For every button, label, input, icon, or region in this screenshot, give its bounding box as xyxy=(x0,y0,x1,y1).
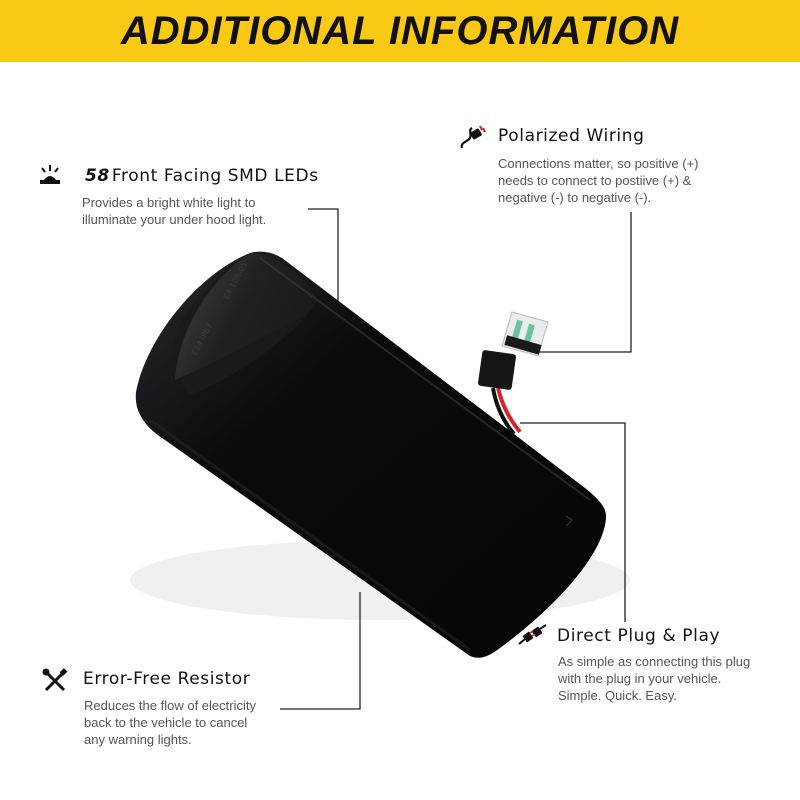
wire-plug-icon xyxy=(458,124,486,157)
plug-desc-line: with the plug in your vehicle. xyxy=(558,671,722,686)
wrench-screwdriver-icon xyxy=(42,668,68,699)
resistor-title: Error-Free Resistor xyxy=(83,669,251,689)
page-title: ADDITIONAL INFORMATION xyxy=(120,9,680,53)
plug-desc-line: As simple as connecting this plug xyxy=(558,654,751,669)
leds-title-text: Front Facing SMD LEDs xyxy=(111,166,319,186)
plug-connector-icon xyxy=(517,624,547,653)
wiring-callout-line xyxy=(538,212,632,353)
black-wire xyxy=(491,387,516,436)
wiring-desc-line: needs to connect to postiive (+) & xyxy=(498,173,692,188)
wiring-title: Polarized Wiring xyxy=(498,126,645,146)
leds-desc-line: illuminate your under hood light. xyxy=(82,212,267,227)
resistor-desc-line: any warning lights. xyxy=(84,732,192,747)
plug-title: Direct Plug & Play xyxy=(557,626,721,646)
resistor-desc-line: Reduces the flow of electricity xyxy=(84,698,256,713)
resistor-callout-line xyxy=(280,592,361,710)
plug-callout-line xyxy=(520,422,626,622)
wiring-desc-line: negative (-) to negative (-). xyxy=(498,190,652,205)
red-wire xyxy=(496,387,522,434)
leds-callout-line xyxy=(308,208,339,318)
resistor-desc-line: back to the vehicle to cancel xyxy=(84,715,248,730)
wiring-description: Connections matter, so positive (+) need… xyxy=(498,155,699,206)
plug-desc-line: Simple. Quick. Easy. xyxy=(558,688,677,703)
light-beam-icon xyxy=(38,163,62,192)
resistor-description: Reduces the flow of electricity back to … xyxy=(84,697,256,748)
connector-housing xyxy=(478,350,516,390)
leds-description: Provides a bright white light to illumin… xyxy=(82,194,266,228)
header-banner: ADDITIONAL INFORMATION xyxy=(0,0,800,62)
leds-desc-line: Provides a bright white light to xyxy=(82,195,256,210)
wiring-desc-line: Connections matter, so positive (+) xyxy=(498,156,699,171)
plug-description: As simple as connecting this plug with t… xyxy=(558,653,750,704)
led-count: 58 xyxy=(85,166,110,186)
